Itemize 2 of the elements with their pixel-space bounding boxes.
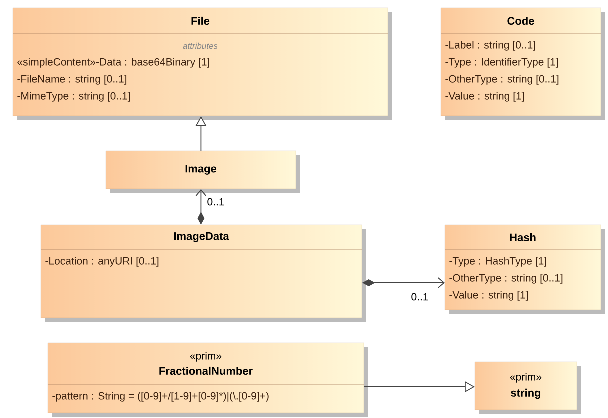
edge-label: 0..1: [206, 197, 226, 207]
edge-label: 0..1: [410, 292, 430, 302]
